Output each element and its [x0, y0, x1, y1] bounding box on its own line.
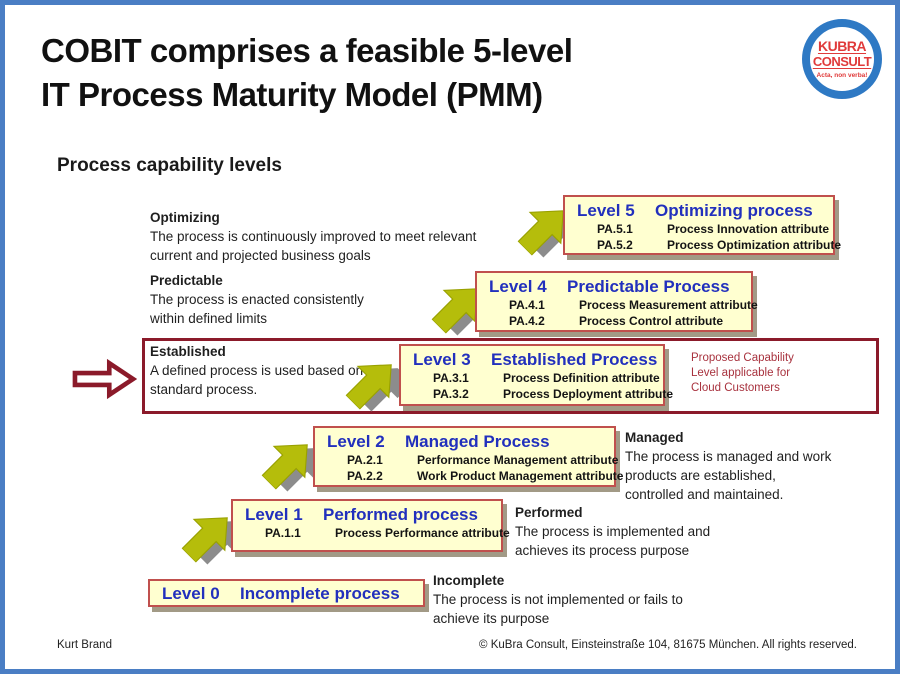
level-5-label: Level 5 — [577, 201, 635, 220]
level-1-box: Level 1 Performed process PA.1.1 Process P… — [231, 499, 510, 552]
desc-managed-heading: Managed — [625, 430, 684, 445]
desc-established-heading: Established — [150, 344, 226, 359]
desc-managed: Managed The process is managed and work … — [625, 428, 831, 504]
pa-code: PA.3.1 — [433, 371, 469, 385]
desc-optimizing-heading: Optimizing — [150, 210, 220, 225]
desc-incomplete-line1: The process is not implemented or fails … — [433, 592, 683, 607]
level-3-label: Level 3 — [413, 350, 471, 369]
level-4-attr-row: PA.4.1 Process Measurement attribute — [477, 297, 758, 313]
cloud-annotation: Proposed Capability Level applicable for… — [691, 351, 794, 396]
level-0-name: Incomplete process — [240, 584, 400, 603]
desc-predictable-heading: Predictable — [150, 273, 223, 288]
slide-title: COBIT comprises a feasible 5-level IT Pr… — [41, 29, 573, 117]
level-4-attr-row: PA.4.2 Process Control attribute — [477, 313, 751, 329]
desc-predictable-line2: within defined limits — [150, 311, 268, 326]
pa-label: Performance Management attribute — [417, 453, 619, 467]
desc-established-line1: A defined process is used based on a — [150, 363, 375, 378]
pa-label: Process Performance attribute — [335, 526, 510, 540]
desc-optimizing-line1: The process is continuously improved to … — [150, 229, 477, 244]
desc-performed: Performed The process is implemented and… — [515, 503, 710, 560]
kubra-consult-logo: KUBRA CONSULT Acta, non verba! — [802, 19, 882, 99]
desc-performed-line1: The process is implemented and — [515, 524, 711, 539]
level-2-title: Level 2 Managed Process — [315, 428, 614, 452]
level-4-title: Level 4 Predictable Process — [477, 273, 751, 297]
footer-copyright: © KuBra Consult, Einsteinstraße 104, 816… — [479, 639, 857, 651]
level-5-title: Level 5 Optimizing process — [565, 197, 833, 221]
desc-managed-line3: controlled and maintained. — [625, 487, 784, 502]
level-5-attr-row: PA.5.2 Process Optimization attribute — [565, 237, 841, 253]
cloud-annotation-line1: Proposed Capability — [691, 352, 794, 364]
desc-predictable: Predictable The process is enacted consi… — [150, 271, 364, 328]
desc-performed-heading: Performed — [515, 505, 583, 520]
desc-established: Established A defined process is used ba… — [150, 342, 374, 399]
level-5-name: Optimizing process — [655, 201, 813, 220]
level-4-name: Predictable Process — [567, 277, 730, 296]
cloud-annotation-line3: Cloud Customers — [691, 382, 780, 394]
level-1-name: Performed process — [323, 505, 478, 524]
logo-tagline: Acta, non verba! — [816, 72, 868, 79]
pa-code: PA.4.2 — [509, 314, 545, 328]
level-5-attr-row: PA.5.1 Process Innovation attribute — [565, 221, 833, 237]
pa-code: PA.4.1 — [509, 298, 545, 312]
desc-incomplete-line2: achieve its purpose — [433, 611, 550, 626]
desc-established-line2: standard process. — [150, 382, 258, 397]
desc-incomplete-heading: Incomplete — [433, 573, 505, 588]
level-2-label: Level 2 — [327, 432, 385, 451]
level-2-box: Level 2 Managed Process PA.2.1 Performance… — [313, 426, 623, 487]
pa-label: Work Product Management attribute — [417, 469, 624, 483]
level-3-attr-row: PA.3.2 Process Deployment attribute — [401, 386, 673, 402]
pointer-arrow-icon — [72, 358, 137, 400]
step-arrow-level2-icon — [261, 444, 317, 492]
pa-label: Process Optimization attribute — [667, 238, 842, 252]
pa-code: PA.1.1 — [265, 526, 301, 540]
desc-managed-line2: products are established, — [625, 468, 776, 483]
pa-code: PA.2.2 — [347, 469, 383, 483]
cloud-annotation-line2: Level applicable for — [691, 367, 791, 379]
pa-code: PA.5.1 — [597, 222, 633, 236]
level-1-label: Level 1 — [245, 505, 303, 524]
slide-title-line2: IT Process Maturity Model (PMM) — [41, 76, 543, 113]
desc-predictable-line1: The process is enacted consistently — [150, 292, 364, 307]
step-arrow-level5-icon — [517, 210, 573, 258]
level-2-attr-row: PA.2.2 Work Product Management attribute — [315, 468, 623, 484]
pa-label: Process Definition attribute — [503, 371, 660, 385]
desc-optimizing-line2: current and projected business goals — [150, 248, 371, 263]
pa-label: Process Control attribute — [579, 314, 724, 328]
level-0-title: Level 0 Incomplete process — [150, 581, 423, 604]
level-4-label: Level 4 — [489, 277, 547, 296]
level-1-attr-row: PA.1.1 Process Performance attribute — [233, 525, 510, 541]
desc-optimizing: Optimizing The process is continuously i… — [150, 208, 476, 265]
footer-author: Kurt Brand — [57, 639, 112, 651]
step-arrow-level3-icon — [345, 364, 401, 412]
logo-text-kubra: KUBRA — [817, 38, 867, 54]
pa-label: Process Innovation attribute — [667, 222, 830, 236]
level-3-attr-row: PA.3.1 Process Definition attribute — [401, 370, 663, 386]
level-2-attr-row: PA.2.1 Performance Management attribute — [315, 452, 618, 468]
level-3-name: Established Process — [491, 350, 658, 369]
level-1-title: Level 1 Performed process — [233, 501, 501, 525]
level-3-title: Level 3 Established Process — [401, 346, 663, 370]
pa-code: PA.5.2 — [597, 238, 633, 252]
desc-incomplete: Incomplete The process is not implemente… — [433, 571, 683, 628]
logo-text-consult: CONSULT — [812, 54, 872, 69]
cloud-highlight-rect — [142, 338, 879, 414]
desc-performed-line2: achieves its process purpose — [515, 543, 690, 558]
pa-label: Process Deployment attribute — [503, 387, 674, 401]
pa-code: PA.2.1 — [347, 453, 383, 467]
section-heading: Process capability levels — [57, 155, 282, 176]
slide-title-line1: COBIT comprises a feasible 5-level — [41, 32, 573, 69]
level-2-name: Managed Process — [405, 432, 550, 451]
pa-label: Process Measurement attribute — [579, 298, 758, 312]
level-0-box: Level 0 Incomplete process — [148, 579, 425, 607]
step-arrow-level1-icon — [181, 517, 237, 565]
desc-managed-line1: The process is managed and work — [625, 449, 832, 464]
level-0-label: Level 0 — [162, 584, 220, 603]
pa-code: PA.3.2 — [433, 387, 469, 401]
